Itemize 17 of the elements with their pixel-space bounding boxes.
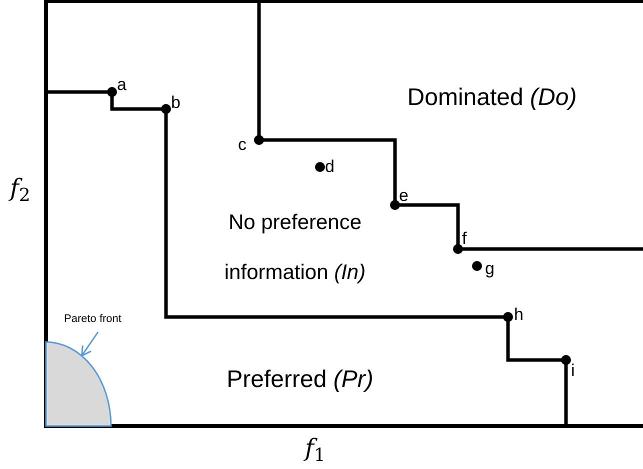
axis-label: f$_{2}$ bbox=[10, 173, 32, 206]
point-label: h bbox=[514, 304, 524, 326]
point-label: d bbox=[325, 156, 336, 178]
point-label: a bbox=[117, 74, 128, 96]
pareto-region bbox=[45, 341, 112, 427]
region-label: Dominated (Do) bbox=[406, 83, 578, 113]
point-label: e bbox=[399, 185, 410, 207]
point-label: c bbox=[238, 134, 248, 156]
point-label: b bbox=[171, 92, 182, 114]
region-label: Preferred (Pr) bbox=[226, 365, 374, 395]
point-label: f bbox=[462, 228, 468, 250]
arrow bbox=[81, 332, 99, 357]
point-label: g bbox=[485, 258, 496, 280]
region-label: No preference information (In) bbox=[223, 210, 367, 286]
point-label: i bbox=[571, 360, 576, 382]
axis-label: f$_{1}$ bbox=[305, 433, 326, 466]
annotation-text: Pareto front bbox=[64, 310, 122, 328]
